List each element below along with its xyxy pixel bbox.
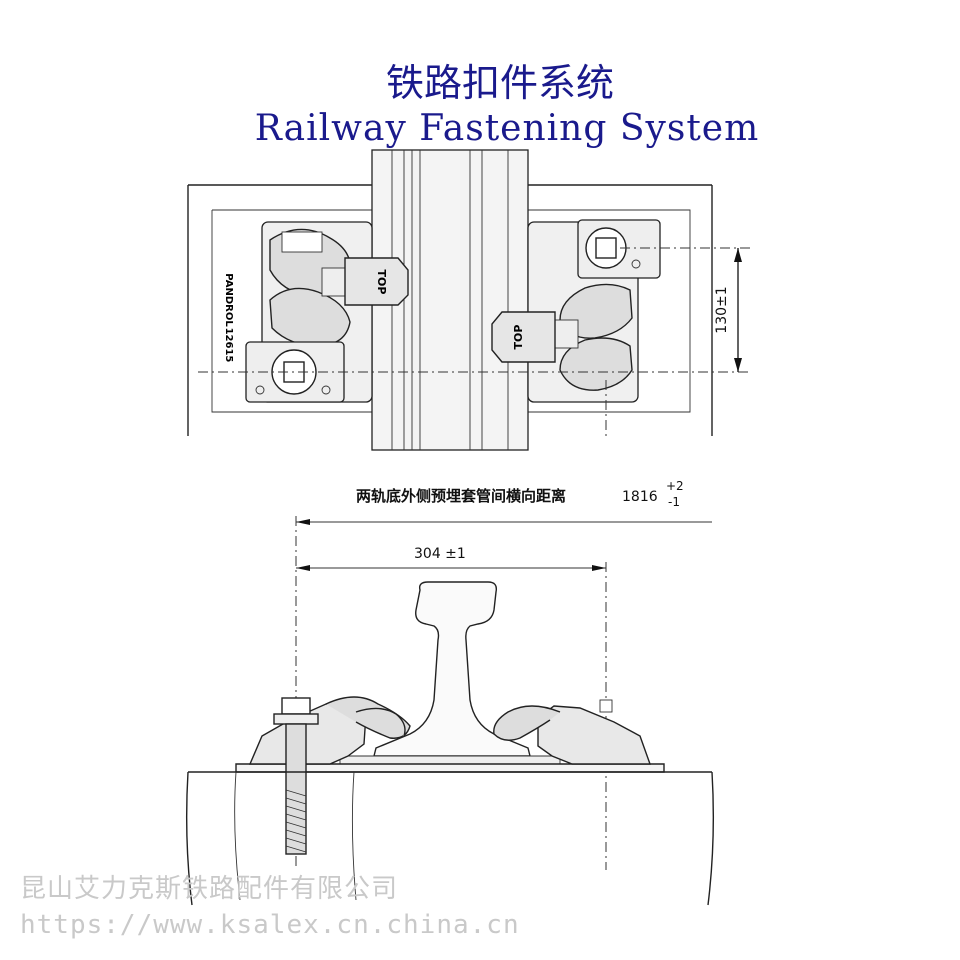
right-clip-label: TOP xyxy=(512,325,525,350)
watermark-url: https://www.ksalex.cn.china.cn xyxy=(20,910,520,940)
sleeper-right-side xyxy=(707,771,715,906)
toe-insulator-right xyxy=(491,311,556,363)
rail-profile xyxy=(373,581,531,757)
section-view: 两轨底外侧预埋套管间横向距离 1816 +2 -1 304 ±1 xyxy=(185,479,715,906)
sleeper-left-side xyxy=(185,771,193,906)
dim-130-arrows xyxy=(734,248,742,372)
title-chinese: 铁路扣件系统 xyxy=(385,61,614,105)
watermark-company: 昆山艾力克斯铁路配件有限公司 xyxy=(20,874,399,904)
left-clip-label: TOP xyxy=(375,270,388,295)
insert-hole-outline xyxy=(234,771,357,901)
toe-insulator-left xyxy=(344,257,409,306)
overall-tol-plus: +2 xyxy=(666,479,684,493)
dim-130-label: 130±1 xyxy=(714,286,730,333)
overall-dim-value: 1816 xyxy=(622,489,658,505)
right-clip-section xyxy=(493,699,651,765)
dim-304-label: 304 ±1 xyxy=(414,546,466,562)
left-clip-section xyxy=(248,696,411,855)
right-clip-assembly: TOP xyxy=(491,219,661,403)
left-clip-assembly: TOP PANDROL 12615 xyxy=(223,221,409,403)
model-label: 12615 xyxy=(223,328,234,363)
baseplate-outline xyxy=(211,209,691,413)
overall-tol-minus: -1 xyxy=(668,495,680,509)
bolt-washer xyxy=(273,713,319,725)
rail-pad xyxy=(339,755,561,765)
bolt-head xyxy=(281,697,311,715)
overall-dim-label: 两轨底外侧预埋套管间横向距离 xyxy=(356,487,566,505)
plan-view: TOP PANDROL 12615 TOP 130±1 xyxy=(187,149,750,451)
bolt-shank xyxy=(285,723,307,855)
title-english: Railway Fastening System xyxy=(254,108,760,149)
brand-label: PANDROL xyxy=(223,273,234,327)
